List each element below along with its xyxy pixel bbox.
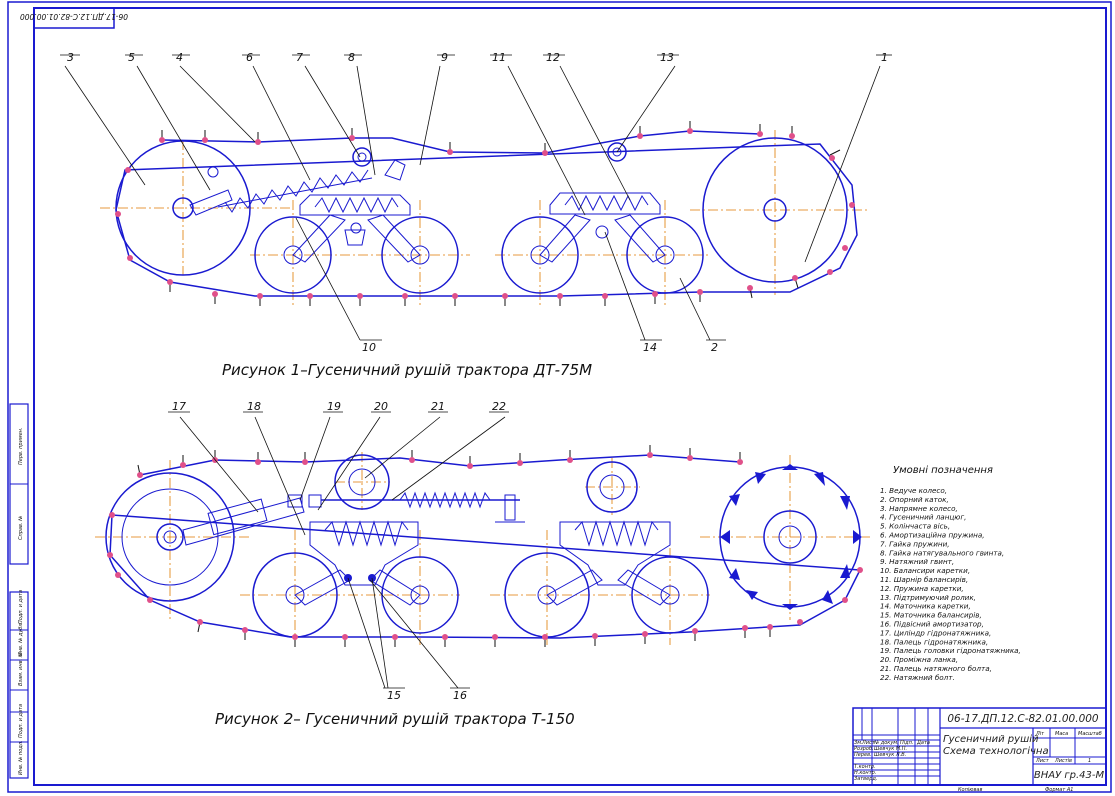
callout-18: 18 [247,400,261,413]
side-stamp-label: Взам. инв. № [18,652,24,686]
side-stamp: Перв. примен. Справ. № Подп. и дата Инв.… [9,403,29,779]
callout-6: 6 [246,51,253,64]
legend-item: 21. Палець натяжного болта, [880,664,992,673]
tb-name-1: Гусеничний рушій [943,733,1039,745]
tb-col-lit: Літ [1035,731,1045,737]
tb-row: Шевчук Л.В. [874,752,906,758]
side-stamp-label: Инв. № дубл. [18,622,24,656]
legend-item: 18. Палець гідронатяжника, [880,637,988,646]
callout-21: 21 [431,400,445,413]
legend-item: 17. Циліндр гідронатяжника, [880,628,991,637]
legend-item: 20. Проміжна ланка, [880,655,958,664]
callout-19: 19 [327,400,341,413]
side-stamp-label: Подп. и дата [18,590,24,624]
legend-item: 6. Амортизаційна пружина, [880,531,985,540]
legend-item: 3. Напрямне колесо, [880,504,958,513]
callout-9: 9 [441,51,448,64]
side-stamp-label: Перв. примен. [18,427,24,465]
tb-format: Формат А1 [1045,787,1073,793]
callout-15: 15 [387,689,401,702]
callout-20: 20 [374,400,388,413]
tb-row: Затверд. [854,776,877,782]
tb-col-sheets: Листів [1054,758,1072,764]
tb-row: Н.контр. [854,770,876,776]
tb-row: № докум. [873,740,899,746]
figure-2-drawing: 17 18 19 20 21 22 15 16 Рисунок 2– Гусен… [95,400,870,728]
callout-1: 1 [881,51,888,64]
callout-3: 3 [67,51,74,64]
legend-item: 16. Підвісний амортизатор, [880,620,984,629]
legend-item: 12. Пружина каретки, [880,584,964,593]
callout-22: 22 [492,400,506,413]
callout-11: 11 [492,51,506,64]
title-block: 06-17.ДП.12.С-82.01.00.000 Гусеничний ру… [852,707,1107,793]
legend-item: 8. Гайка натягувального гвинта, [880,548,1004,557]
callout-10: 10 [362,341,376,354]
frame-code-box: 06-17.ДП.12.С-82.01.00.000 [20,7,128,29]
side-stamp-label: Справ. № [18,516,24,540]
legend-item: 19. Палець головки гідронатяжника, [880,646,1021,655]
side-stamp-label: Инв. № подл. [18,741,24,776]
tb-col-mass: Маса [1055,731,1068,737]
callout-16: 16 [453,689,467,702]
callout-4: 4 [176,51,183,64]
tb-row: Т.контр. [854,764,876,770]
figure-1-drawing: 3 5 4 6 7 8 9 11 12 13 1 10 14 2 Рисунок… [60,51,892,379]
tb-row: Розроб. [854,746,874,752]
legend-item: 1. Ведуче колесо, [880,486,947,495]
tb-row: Дата [916,740,930,746]
tb-col-scale: Масштаб [1078,731,1102,737]
legend-items: 1. Ведуче колесо,2. Опорний каток,3. Нап… [880,486,1021,682]
legend-item: 5. Колінчаста вісь, [880,522,950,531]
legend-item: 14. Маточника каретки, [880,602,971,611]
tb-row: Підп. [900,740,913,746]
callout-17: 17 [172,400,186,413]
legend-title: Умовні позначення [893,464,993,476]
legend-item: 15. Маточника балансирів, [880,611,982,620]
tb-org: ВНАУ гр.43-М [1034,770,1105,781]
callout-2: 2 [711,341,718,354]
legend-item: 4. Гусеничний ланцюг, [880,513,966,522]
legend-item: 11. Шарнір балансирів, [880,575,968,584]
tb-row: Шевчук М.П. [874,746,907,752]
callout-13: 13 [660,51,674,64]
tb-row: Лист [861,740,876,746]
legend: Умовні позначення 1. Ведуче колесо,2. Оп… [880,464,1021,682]
callout-5: 5 [128,51,135,64]
callout-7: 7 [296,51,303,64]
side-stamp-label: Подп. и дата [18,704,24,738]
figure-1-caption: Рисунок 1–Гусеничний рушій трактора ДТ-7… [222,361,592,379]
legend-item: 7. Гайка пружини, [880,539,950,548]
tb-col-sheet: Лист [1035,758,1050,764]
callout-14: 14 [643,341,657,354]
drawing-frame [33,7,1107,786]
tb-copied: Копіював [958,787,982,793]
tb-row: Перев. [854,752,872,758]
figure-2-caption: Рисунок 2– Гусеничний рушій трактора Т-1… [215,710,575,728]
tb-designation: 06-17.ДП.12.С-82.01.00.000 [947,713,1099,725]
legend-item: 9. Натяжний гвинт, [880,557,954,566]
sheet-frame [7,1,1112,793]
tb-sheets-count: 1 [1088,758,1091,764]
tb-name-2: Схема технологічна [943,745,1049,757]
callout-12: 12 [546,51,560,64]
legend-item: 2. Опорний каток, [880,495,949,504]
legend-item: 22. Натяжний болт. [880,673,955,682]
legend-item: 13. Підтримуючий ролик, [880,593,976,602]
callout-8: 8 [348,51,355,64]
tb-row: Зм. [854,740,863,746]
frame-code: 06-17.ДП.12.С-82.01.00.000 [20,12,128,21]
legend-item: 10. Балансири каретки, [880,566,970,575]
